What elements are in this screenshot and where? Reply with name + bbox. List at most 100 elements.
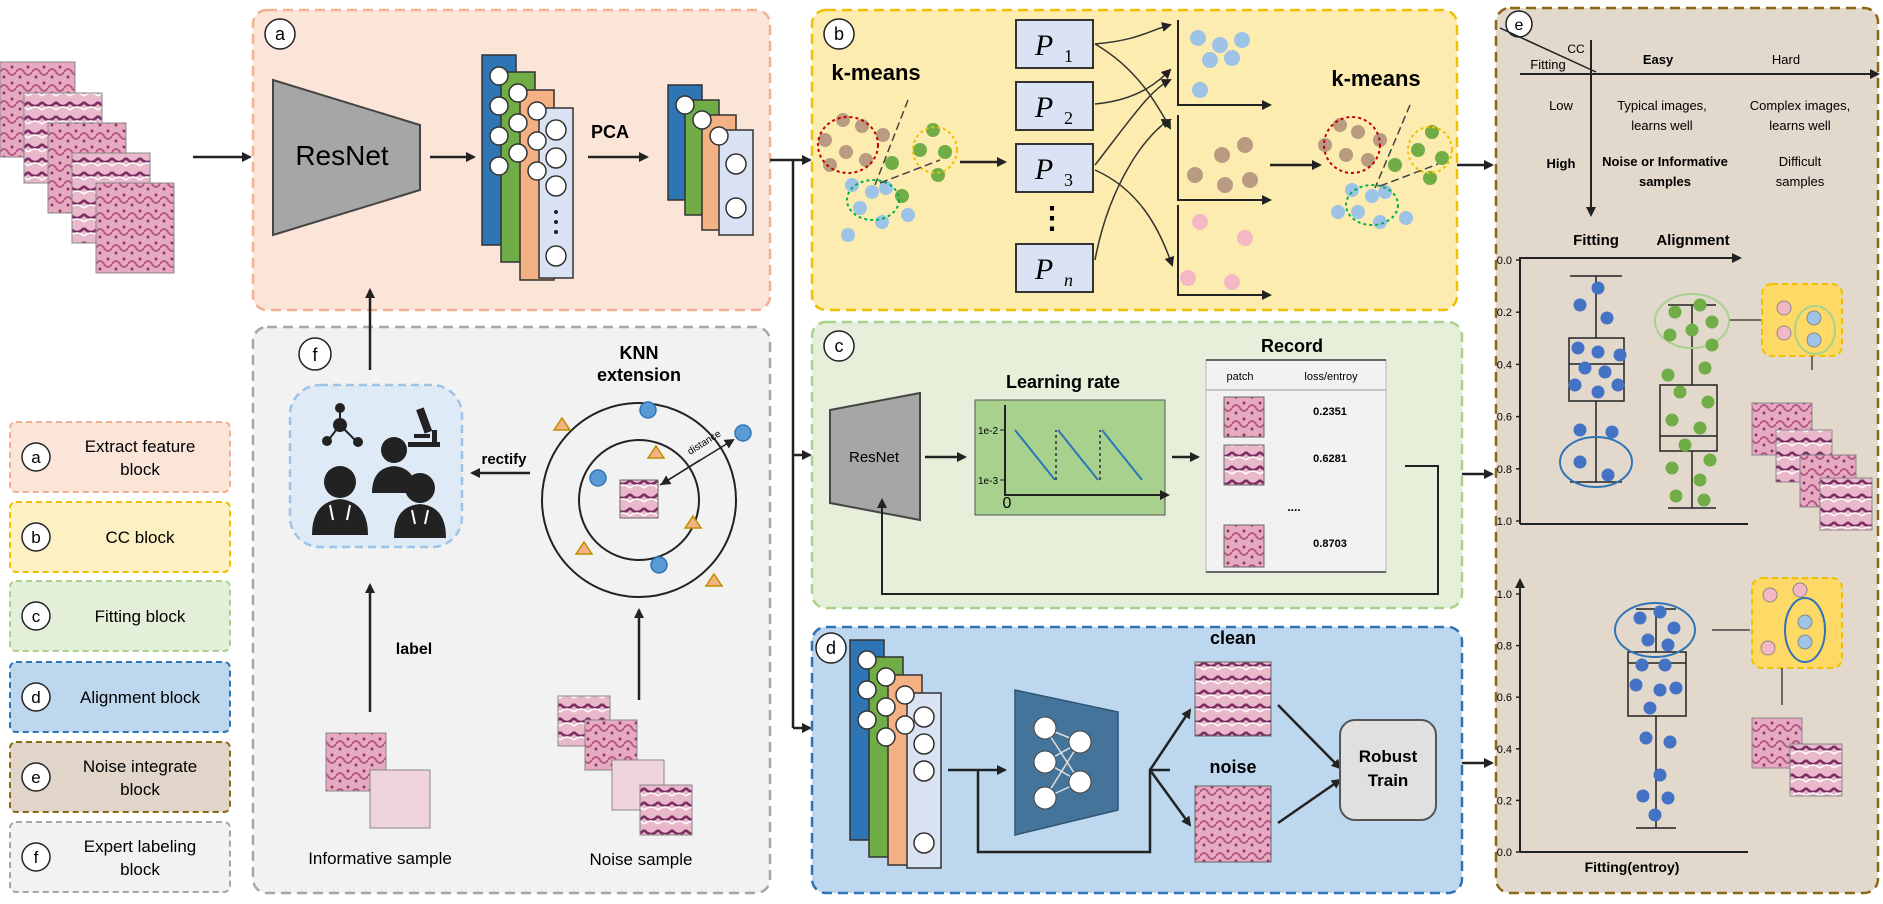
tick-label: 1.0 [1497,589,1512,601]
panel-f-expert-labeling: f rectify KNN exte [251,288,772,895]
legend-label: Alignment block [80,688,201,707]
pn-sub: n [1064,270,1073,290]
kmeans-left-label: k-means [831,60,920,85]
knn-outer-ring [541,402,737,598]
resnet-c-trapezoid [829,391,921,522]
learning-rate-title: Learning rate [1006,372,1120,392]
tick-label: 0.0 [1497,255,1512,267]
legend-letter: b [31,528,40,547]
record-loss-1: 0.2351 [1313,406,1347,418]
complex-line2: learns well [1769,118,1831,133]
clean-label: clean [1210,628,1256,648]
legend-label: Extract feature [85,437,196,456]
legend-letter: c [32,607,41,626]
panel-a-badge [264,18,296,50]
noise-informative-line1: Noise or Informative [1602,154,1728,169]
legend-label: Noise integrate [83,757,197,776]
pn-box [1015,243,1094,293]
knn-blue-points [589,401,752,574]
p1-sub: 1 [1064,46,1073,66]
record-col-loss: loss/entroy [1304,371,1358,383]
tick-label: 0.6 [1497,412,1512,424]
p2-sub: 2 [1064,108,1073,128]
legend-item-f: f Expert labeling block [9,821,231,893]
p2-box [1015,81,1094,131]
record-loss-2: 0.6281 [1313,453,1347,465]
panel-b-letter: b [834,24,844,44]
d-feature-stack [849,639,942,869]
panel-d-letter: d [826,638,836,658]
informative-sample-label: Informative sample [308,849,452,868]
panel-c-fitting: c ResNet Learning rate 1e-2 1e-3 0 Recor… [810,320,1464,610]
panel-a-letter: a [275,24,286,44]
knn-center-patch [619,479,659,519]
noise-informative-line2: samples [1639,174,1691,189]
fitting-boxplot [1559,275,1633,488]
kmeans-right-clusters [1318,104,1453,229]
tick-label: 0.8 [1497,464,1512,476]
tick-label: 0.2 [1497,307,1512,319]
legend-letter: e [31,768,40,787]
legend-item-c: c Fitting block [9,580,231,652]
legend-label: block [120,460,160,479]
legend-label: Fitting block [95,607,186,626]
legend-letter: f [34,848,39,867]
legend-letter: d [31,688,40,707]
feature-layer-stack [481,54,574,281]
tick-label: 0.6 [1497,692,1512,704]
vertical-dots: ⋮ [1037,202,1067,235]
kmeans-left-clusters [817,99,958,242]
legend-label: block [120,780,160,799]
rectify-label: rectify [481,451,527,468]
molecule-icon [322,403,363,447]
resnet-trapezoid [272,78,421,237]
resnet-c-label: ResNet [849,449,900,466]
low-label: Low [1549,98,1573,113]
panel-f-letter: f [312,345,318,365]
tick-label: 0.8 [1497,641,1512,653]
knn-title-line1: KNN [620,343,659,363]
bottom-xlabel: Fitting(entroy) [1585,859,1680,875]
boxplot-title-fitting: Fitting [1573,232,1619,249]
p3-sub: 3 [1064,170,1073,190]
record-loss-n: 0.8703 [1313,538,1347,550]
p1-label: P [1034,29,1053,62]
panel-a-extract-feature: a ResNet PCA [251,8,772,312]
legend-label: block [120,860,160,879]
legend-badge [21,682,51,712]
p2-label: P [1034,91,1053,124]
noise-sample-label: Noise sample [590,850,693,869]
pn-label: P [1034,253,1053,286]
tick-label: 0.4 [1497,359,1512,371]
bottom-boxplot-ticks: 1.00.80.60.40.20.0 [1497,589,1520,859]
pca-layer-stack [667,84,754,236]
legend-label: CC block [106,528,175,547]
knn-inner-ring [578,439,700,561]
record-title: Record [1261,336,1323,356]
boxplot-title-alignment: Alignment [1656,232,1729,249]
legend-item-e: e Noise integrate block [9,741,231,813]
p3-label: P [1034,153,1053,186]
noise-patch [1194,785,1272,863]
hard-label: Hard [1772,52,1800,67]
knn-triangle-points [552,416,724,587]
legend-label: Expert labeling [84,837,196,856]
complex-line1: Complex images, [1750,98,1850,113]
fitting-axis-label: Fitting [1530,57,1565,72]
lr-tick-1e-2: 1e-2 [978,426,998,437]
robust-train-box [1339,719,1437,821]
doctor-icon [312,437,446,538]
label-text: label [396,641,432,658]
panel-c-letter: c [835,336,844,356]
legend-badge [21,442,51,472]
input-patch-stack [0,61,252,274]
legend-item-d: d Alignment block [9,661,231,733]
easy-label: Easy [1643,52,1674,67]
knn-title-line2: extension [597,365,681,385]
top-boxplot-ticks: 0.00.20.40.60.81.0 [1497,255,1520,528]
panel-b-cc: b k-means k-means P 1 [810,8,1459,312]
cc-axis-label: CC [1567,42,1585,56]
train-label: Train [1368,771,1409,790]
